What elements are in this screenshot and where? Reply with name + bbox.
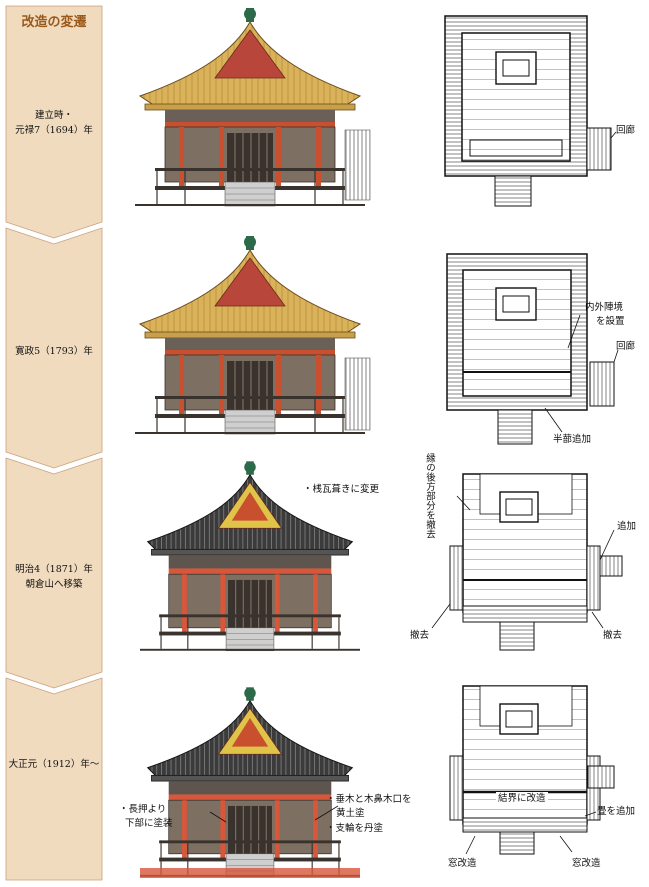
label-engawa-vertical: 縁の後方部分を撤去 bbox=[424, 453, 435, 539]
era-1871: 明治4（1871）年 朝倉山へ移築 bbox=[15, 564, 93, 590]
label-tekkyo-right: 撤去 bbox=[603, 630, 623, 641]
label-sangawara: ・桟瓦葺きに変更 bbox=[303, 484, 380, 495]
timeline-segment-1 bbox=[5, 5, 103, 239]
label-nageshi-2: 下部に塗装 bbox=[125, 818, 173, 829]
era-1912: 大正元（1912）年～ bbox=[8, 759, 100, 770]
label-hanbashi: 半蔀追加 bbox=[553, 434, 592, 445]
timeline-segment-3 bbox=[5, 457, 103, 689]
label-mado-right: 窓改造 bbox=[572, 858, 601, 869]
label-mado-left: 窓改造 bbox=[448, 858, 477, 869]
label-nageshi-1: ・長押より bbox=[119, 804, 167, 815]
label-naige-2: を設置 bbox=[596, 316, 625, 327]
timeline-segment-4 bbox=[5, 677, 103, 881]
era-1694: 建立時・ 元禄7（1694）年 bbox=[15, 110, 93, 136]
timeline-column bbox=[5, 5, 103, 881]
elevation-1694 bbox=[134, 7, 371, 207]
floor-plan-1793 bbox=[446, 253, 615, 445]
label-kairo-2: 回廊 bbox=[616, 341, 636, 352]
leader-lines bbox=[209, 131, 619, 855]
label-taruki-1: ・垂木と木鼻木口を bbox=[326, 794, 412, 805]
label-tekkyo-left: 撤去 bbox=[410, 630, 430, 641]
label-shirin: ・支輪を丹塗 bbox=[326, 823, 384, 834]
timeline-segment-2 bbox=[5, 227, 103, 469]
era-1793: 寛政5（1793）年 bbox=[15, 346, 93, 357]
label-naige-1: 内外陣境 bbox=[585, 302, 624, 313]
floor-plan-1871 bbox=[449, 473, 623, 651]
elevation-1793 bbox=[134, 235, 371, 435]
floor-plan-1694 bbox=[444, 15, 612, 207]
floor-plan-1912 bbox=[449, 685, 615, 855]
label-kairo-1: 回廊 bbox=[616, 125, 636, 136]
label-taruki-2: 黄土塗 bbox=[336, 808, 365, 819]
label-kekkai: 結界に改造 bbox=[496, 792, 548, 805]
elevation-1912 bbox=[139, 686, 361, 878]
timeline-header: 改造の変遷 bbox=[21, 14, 87, 30]
label-tatami: 畳を追加 bbox=[597, 806, 636, 817]
label-tsuika-3: 追加 bbox=[617, 521, 637, 532]
